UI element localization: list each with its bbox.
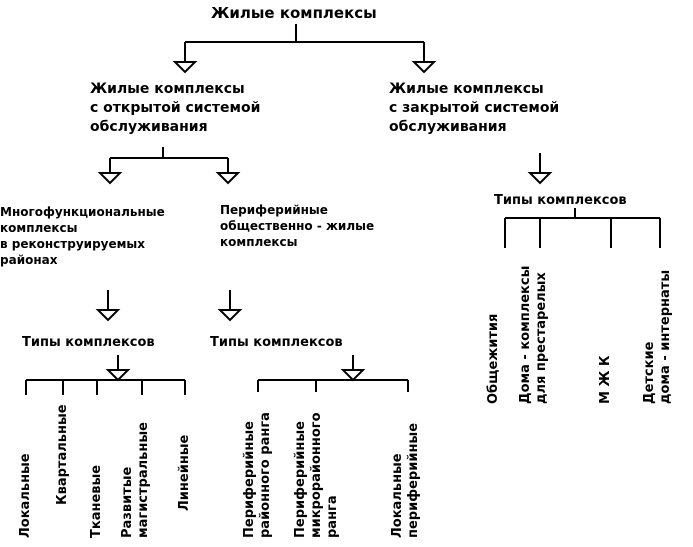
leaf-district-peripheral: Периферийные районного ранга bbox=[242, 412, 273, 538]
leaf-boarding-homes: Детские дома - интернаты bbox=[642, 269, 673, 404]
leaf-elderly-homes: Дома - комплексы для престарелых bbox=[518, 265, 549, 404]
types-left-label: Типы комплексов bbox=[22, 335, 155, 350]
leaf-dormitories: Общежития bbox=[486, 313, 501, 404]
multifunctional-label: Многофункциональные комплексы в реконстр… bbox=[0, 205, 165, 267]
leaf-local: Локальные bbox=[18, 453, 33, 538]
root-label: Жилые комплексы bbox=[211, 4, 377, 22]
peripheral-label: Периферийные общественно - жилые комплек… bbox=[220, 203, 375, 249]
types-middle-label: Типы комплексов bbox=[210, 335, 343, 350]
closed-system-label: Жилые комплексы с закрытой системой обсл… bbox=[389, 81, 560, 135]
leaf-mzhk: М Ж К bbox=[598, 355, 613, 404]
leaf-fabric: Тканевые bbox=[89, 464, 104, 538]
leaf-microdistrict-peripheral: Периферийные микрорайонного ранга bbox=[293, 412, 340, 538]
leaf-local-peripheral: Локальные периферийные bbox=[390, 422, 421, 538]
types-right-label: Типы комплексов bbox=[494, 193, 627, 208]
leaf-block: Квартальные bbox=[55, 404, 70, 505]
leaf-arterial: Развитые магистральные bbox=[120, 422, 151, 538]
leaf-linear: Линейные bbox=[177, 434, 192, 511]
open-system-label: Жилые комплексы с открытой системой обсл… bbox=[90, 81, 261, 135]
